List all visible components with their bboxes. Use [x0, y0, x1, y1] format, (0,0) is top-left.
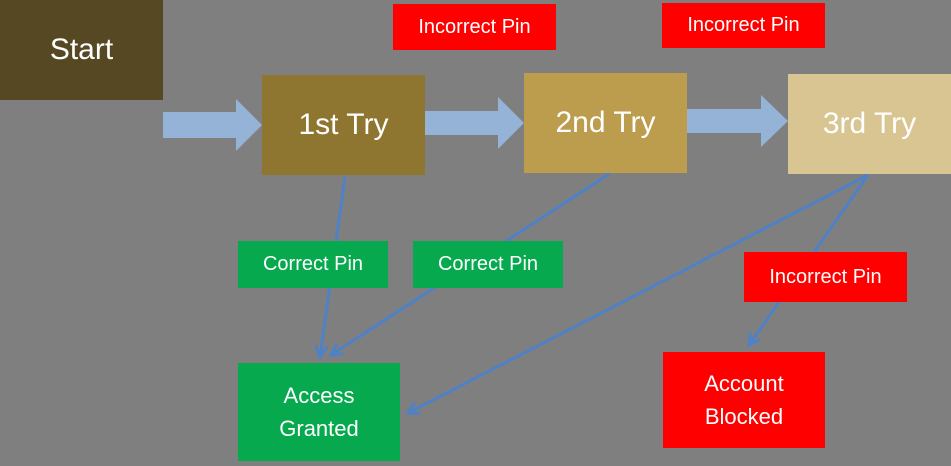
edge-try3-to-access-granted	[405, 173, 869, 415]
node-2nd-try-label: 2nd Try	[555, 106, 656, 139]
label-incorrect-pin-2-text: Incorrect Pin	[687, 14, 800, 36]
node-1st-try-label: 1st Try	[298, 108, 389, 141]
label-incorrect-pin-3: Incorrect Pin	[744, 252, 907, 302]
node-1st-try: 1st Try	[262, 75, 425, 175]
label-correct-pin-2: Correct Pin	[413, 241, 563, 288]
node-3rd-try: 3rd Try	[788, 74, 951, 174]
label-correct-pin-2-text: Correct Pin	[437, 253, 539, 275]
label-correct-pin-1: Correct Pin	[238, 241, 388, 288]
label-incorrect-pin-1: Incorrect Pin	[393, 4, 556, 50]
node-access-granted-label: Access Granted	[279, 383, 359, 441]
label-incorrect-pin-2: Incorrect Pin	[662, 3, 825, 48]
node-account-blocked-label: Account Blocked	[704, 371, 784, 429]
label-incorrect-pin-3-text: Incorrect Pin	[769, 265, 882, 288]
block-arrow-start-to-try1	[163, 99, 262, 151]
node-access-granted: Access Granted	[238, 363, 400, 461]
node-start: Start	[0, 0, 163, 100]
label-incorrect-pin-1-text: Incorrect Pin	[418, 15, 531, 38]
block-arrow-try2-to-try3	[687, 95, 788, 147]
node-2nd-try: 2nd Try	[524, 73, 687, 173]
label-correct-pin-1-text: Correct Pin	[262, 253, 364, 275]
block-arrow-try1-to-try2	[425, 97, 524, 149]
node-start-label: Start	[49, 33, 114, 66]
node-account-blocked: Account Blocked	[663, 352, 825, 448]
node-3rd-try-label: 3rd Try	[822, 107, 917, 140]
